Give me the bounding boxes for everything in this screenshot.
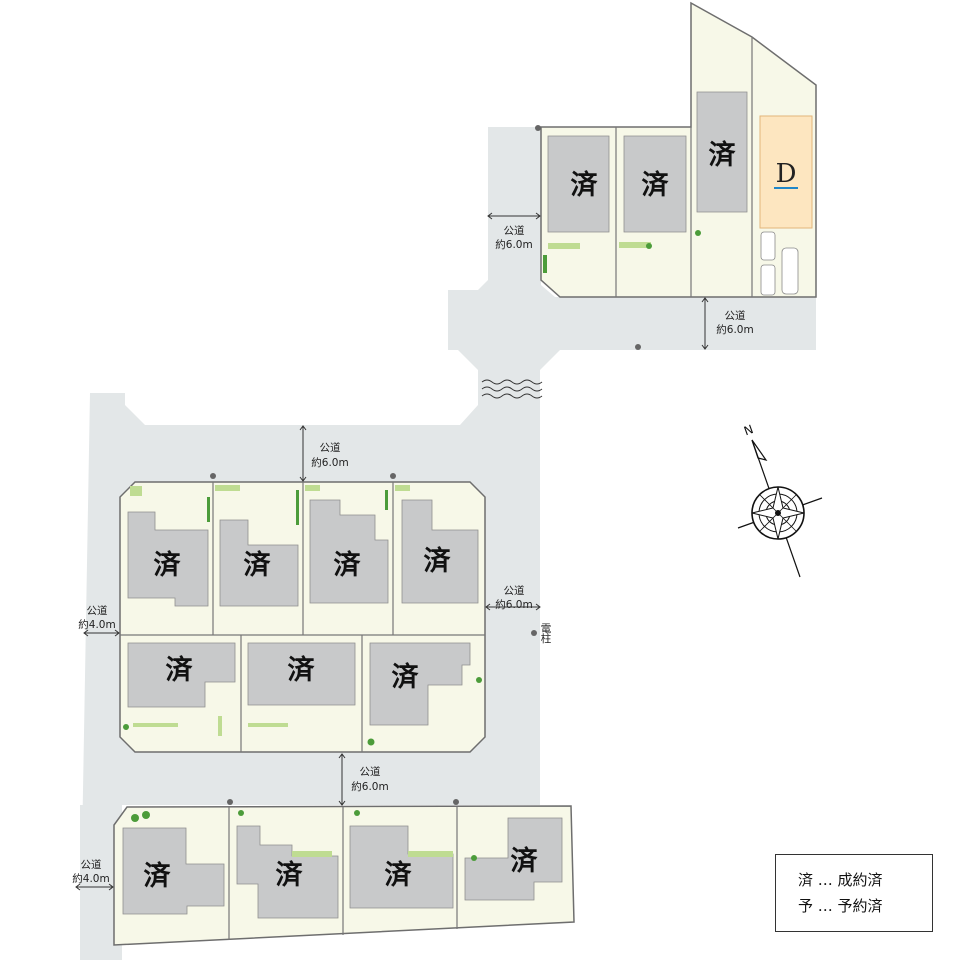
legend: 済 … 成約済 予 … 予約済 xyxy=(775,854,933,932)
lot-status-label: 済 xyxy=(511,845,539,877)
lot-status-label: 済 xyxy=(154,549,182,581)
svg-text:約6.0m: 約6.0m xyxy=(495,598,532,611)
utility-pole-dot xyxy=(227,799,233,805)
lot-status-label: 済 xyxy=(334,549,362,581)
road-width-bottom-west: 公道 約4.0m xyxy=(72,858,114,891)
lot-house xyxy=(122,827,225,915)
block-b: 済 済 済 済 xyxy=(113,805,575,946)
lot-house xyxy=(219,519,299,607)
lot-status-label: 済 xyxy=(642,169,670,201)
utility-pole-dot xyxy=(535,125,541,131)
svg-text:公道: 公道 xyxy=(320,441,341,454)
utility-poles: 電 柱 xyxy=(210,125,641,805)
lot-house xyxy=(547,135,610,233)
road-width-middle-west: 公道 約4.0m xyxy=(78,604,120,637)
block-a: 済 済 済 済 済 済 済 xyxy=(119,481,486,753)
legend-reserved: 予 … 予約済 xyxy=(798,897,883,915)
lot-house xyxy=(623,135,687,233)
svg-text:約6.0m: 約6.0m xyxy=(716,323,753,336)
north-label: N xyxy=(742,422,755,438)
svg-text:公道: 公道 xyxy=(504,224,525,237)
lot-house xyxy=(369,642,471,726)
lot-status-label: 済 xyxy=(144,860,172,892)
lot-status-label: 済 xyxy=(709,139,737,171)
road-width-north-south: 公道 約6.0m xyxy=(701,297,754,350)
svg-text:約6.0m: 約6.0m xyxy=(495,238,532,251)
legend-sold: 済 … 成約済 xyxy=(798,871,883,889)
utility-pole-dot xyxy=(390,473,396,479)
parking-car xyxy=(760,231,799,296)
road-break-mark xyxy=(481,379,543,399)
svg-text:公道: 公道 xyxy=(81,858,102,871)
road-width-lower-middle: 公道 約6.0m xyxy=(338,753,389,806)
lot-status-label: 済 xyxy=(166,654,194,686)
lot-house xyxy=(696,91,748,213)
lot-house xyxy=(309,499,389,604)
svg-text:公道: 公道 xyxy=(87,604,108,617)
utility-pole-dot xyxy=(210,473,216,479)
lot-status-label: 済 xyxy=(276,859,304,891)
svg-text:約4.0m: 約4.0m xyxy=(72,872,109,885)
lot-d-house xyxy=(759,115,813,229)
road-width-north-west: 公道 約6.0m xyxy=(487,212,541,251)
road-north-vertical xyxy=(448,127,816,395)
lot-house xyxy=(247,642,356,706)
lot-d-label[interactable]: D xyxy=(776,159,797,189)
svg-text:約4.0m: 約4.0m xyxy=(78,618,115,631)
road-width-middle-east: 公道 約6.0m xyxy=(485,584,541,611)
utility-pole-dot xyxy=(635,344,641,350)
lot-house xyxy=(127,642,236,708)
lot-status-label: 済 xyxy=(288,654,316,686)
compass-rose: N xyxy=(737,422,823,578)
lot-status-label: 済 xyxy=(385,859,413,891)
road-dimensions: 公道 約6.0m 公道 約6.0m 公道 約6.0m 公道 約6.0m 公道 約… xyxy=(72,212,754,891)
north-block: 済 済 済 D xyxy=(540,1,817,298)
lot-status-label: 済 xyxy=(571,169,599,201)
svg-text:約6.0m: 約6.0m xyxy=(311,456,348,469)
lot-house xyxy=(236,825,339,919)
lot-house xyxy=(127,511,209,607)
utility-pole-label: 柱 xyxy=(541,632,552,645)
lot-house xyxy=(464,817,563,901)
utility-pole-dot xyxy=(453,799,459,805)
lot-status-label: 済 xyxy=(392,661,420,693)
svg-text:約6.0m: 約6.0m xyxy=(351,780,388,793)
svg-text:公道: 公道 xyxy=(725,309,746,322)
road-width-middle-top: 公道 約6.0m xyxy=(299,425,349,482)
utility-pole-dot xyxy=(531,630,537,636)
svg-text:公道: 公道 xyxy=(360,765,381,778)
utility-pole-label: 電 xyxy=(541,623,552,635)
lot-house xyxy=(401,499,479,604)
lot-status-label: 済 xyxy=(244,549,272,581)
svg-text:公道: 公道 xyxy=(504,584,525,597)
lot-status-label: 済 xyxy=(424,545,452,577)
